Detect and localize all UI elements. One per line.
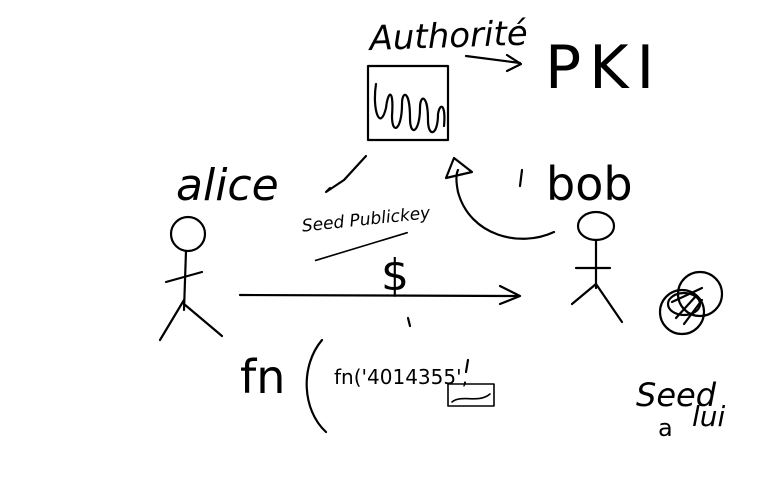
dollar-sign: $ bbox=[381, 250, 409, 301]
bob-label: bob bbox=[546, 157, 633, 211]
bob-tick bbox=[518, 168, 524, 188]
fn-tick-mark bbox=[406, 316, 412, 328]
bob-stick-figure bbox=[570, 210, 624, 324]
pki-label: PKI bbox=[545, 33, 662, 103]
function-open-paren bbox=[305, 338, 328, 434]
seed-publickey-underline bbox=[314, 231, 408, 262]
a-label: a bbox=[658, 414, 673, 442]
alice-stick-figure bbox=[158, 215, 224, 342]
function-argument-box bbox=[447, 383, 495, 407]
svg-text:fn: fn bbox=[240, 350, 285, 404]
authority-box bbox=[366, 64, 450, 142]
authority-box-scribble bbox=[373, 82, 446, 134]
function-call: fn fn('4014355', bbox=[240, 338, 495, 434]
seed-scribble-icon bbox=[658, 270, 724, 336]
alice-to-bob-arrow bbox=[238, 284, 522, 306]
seed-bottom-label: Seed bbox=[636, 376, 717, 414]
authority-label: Authorité bbox=[367, 13, 528, 59]
alice-label: alice bbox=[176, 160, 279, 211]
svg-text:Seed Publickey: Seed Publickey bbox=[301, 203, 432, 236]
svg-text:fn('4014355',: fn('4014355', bbox=[334, 365, 468, 389]
alice-to-authority-stroke bbox=[324, 154, 368, 194]
seed-publickey-label: Seed Publickey bbox=[301, 203, 432, 262]
authority-to-pki-arrow bbox=[464, 53, 523, 73]
bob-to-authority-arrow bbox=[444, 156, 556, 240]
lui-label: lui bbox=[692, 400, 726, 433]
